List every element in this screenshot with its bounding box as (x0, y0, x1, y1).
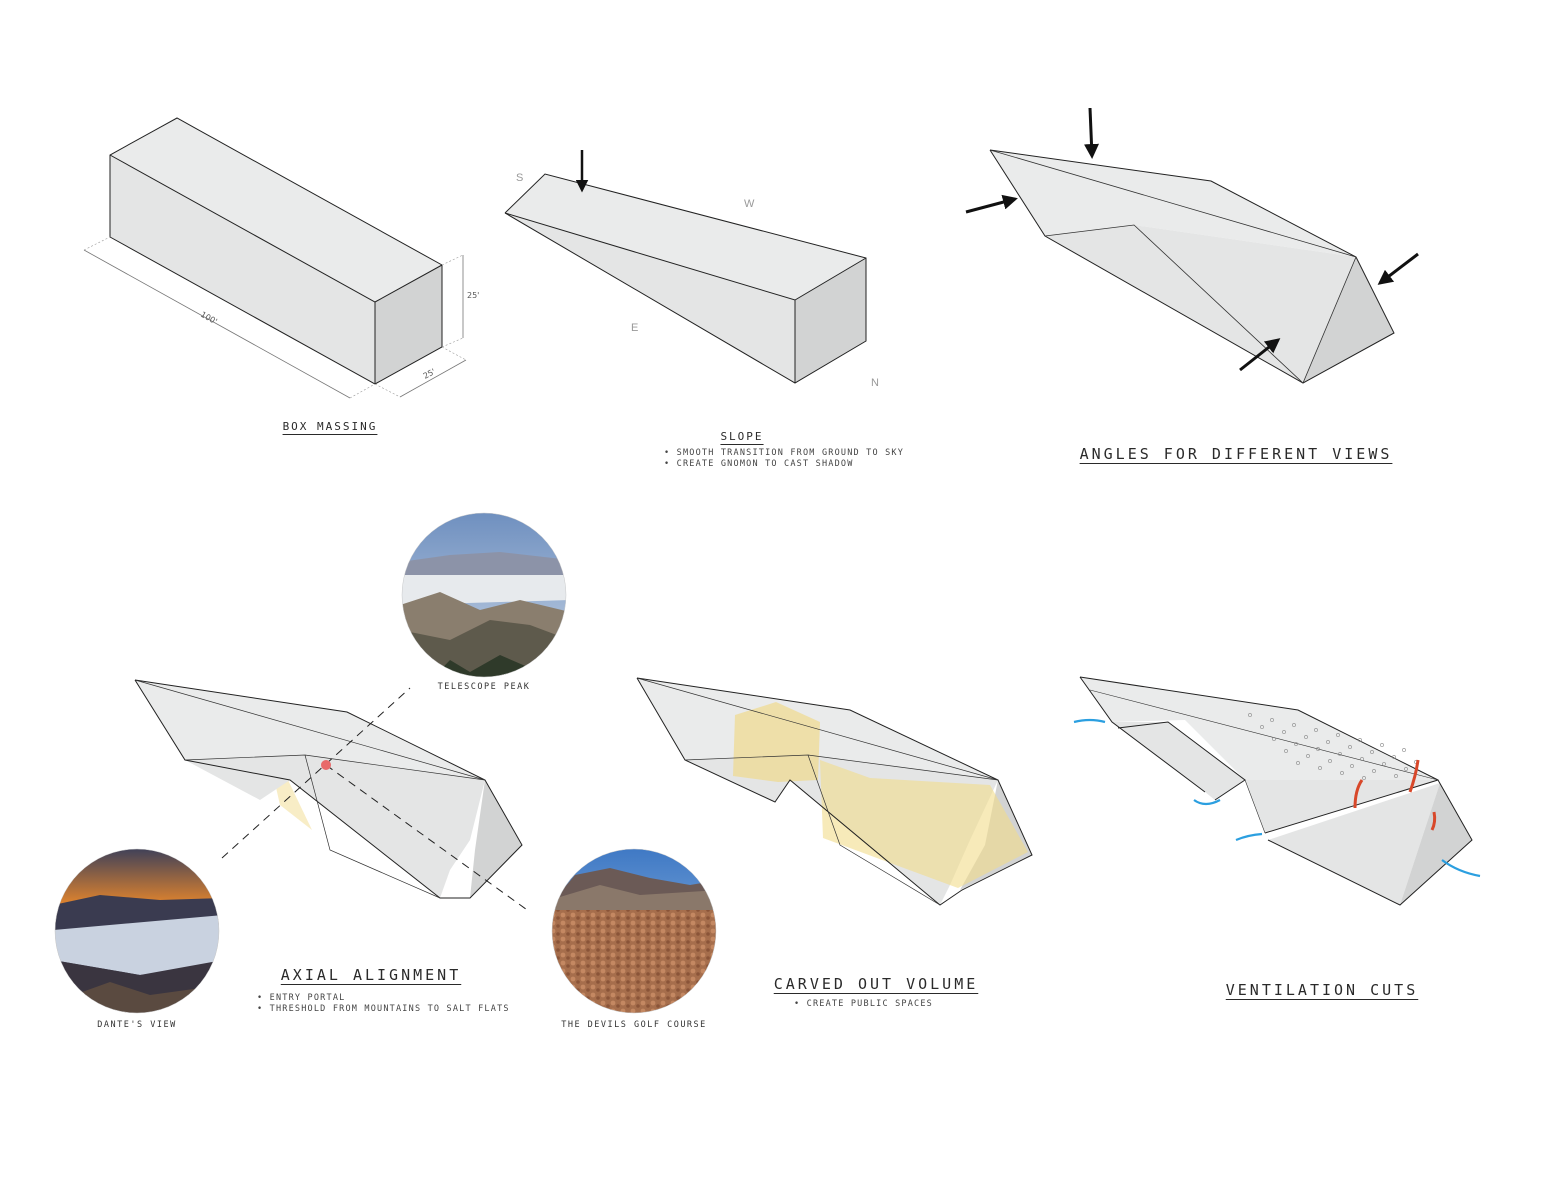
slope-bullets: SMOOTH TRANSITION FROM GROUND TO SKY CRE… (664, 448, 904, 470)
box-massing-diagram: 100' 25' 25' (84, 118, 479, 398)
height-label: 25' (467, 291, 479, 300)
carved-bullet: CREATE PUBLIC SPACES (794, 999, 933, 1010)
angles-diagram (966, 108, 1418, 383)
slope-title: SLOPE (690, 430, 794, 443)
width-dimension-line (400, 360, 466, 397)
slope-bullet: CREATE GNOMON TO CAST SHADOW (664, 459, 904, 470)
carved-volume-title: CARVED OUT VOLUME (760, 975, 992, 993)
dantes-view-photo (53, 847, 223, 1017)
vent-hole (1380, 743, 1383, 746)
compass-north: N (871, 377, 879, 389)
axial-alignment-title: AXIAL ALIGNMENT (266, 966, 476, 984)
devils-golf-course-label: THE DEVILS GOLF COURSE (544, 1020, 724, 1030)
dantes-view-label: DANTE'S VIEW (57, 1020, 217, 1030)
axial-bullet: ENTRY PORTAL (257, 993, 510, 1004)
slope-bullet: SMOOTH TRANSITION FROM GROUND TO SKY (664, 448, 904, 459)
ventilation-diagram (1074, 677, 1480, 905)
carved-volume-diagram (637, 678, 1032, 905)
ventilation-title: VENTILATION CUTS (1216, 981, 1428, 999)
axial-bullet: THRESHOLD FROM MOUNTAINS TO SALT FLATS (257, 1004, 510, 1015)
axial-bullets: ENTRY PORTAL THRESHOLD FROM MOUNTAINS TO… (257, 993, 510, 1015)
box-massing-title: BOX MASSING (250, 420, 410, 433)
compass-west: W (744, 198, 755, 210)
compass-east: E (631, 322, 638, 334)
vent-hole (1402, 748, 1405, 751)
axis-marker-dot (321, 760, 331, 770)
devils-golf-course-photo (550, 847, 720, 1017)
telescope-peak-photo (400, 511, 570, 681)
compass-south: S (516, 172, 523, 184)
telescope-peak-label: TELESCOPE PEAK (404, 682, 564, 692)
angles-title: ANGLES FOR DIFFERENT VIEWS (1060, 445, 1412, 463)
length-label: 100' (199, 310, 219, 326)
slope-diagram: S W E N (505, 150, 879, 389)
carved-bullets: CREATE PUBLIC SPACES (794, 999, 933, 1010)
width-label: 25' (422, 367, 437, 381)
